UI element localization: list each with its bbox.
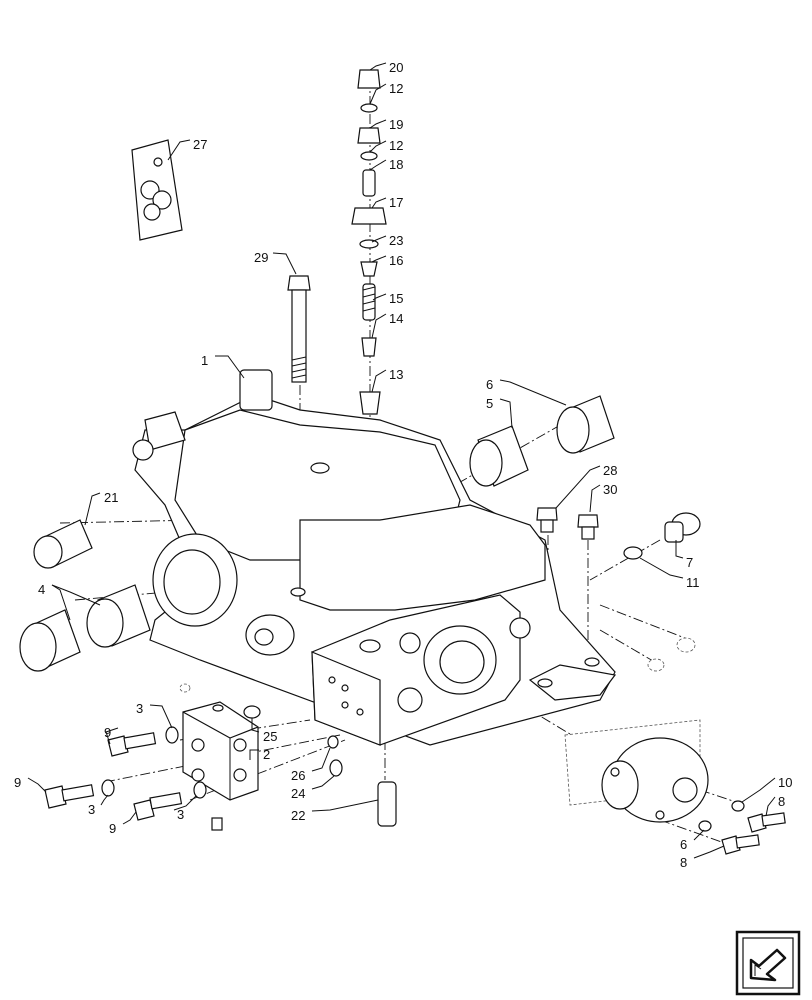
- callout-25: 25: [263, 729, 277, 744]
- callout-5: 5: [486, 396, 493, 411]
- callout-18: 18: [389, 157, 403, 172]
- callout-19: 19: [389, 117, 403, 132]
- callout-3: 3: [177, 807, 184, 822]
- callout-11: 11: [686, 575, 700, 590]
- callout-21: 21: [104, 490, 118, 505]
- callout-16: 16: [389, 253, 403, 268]
- sleeve-parts: [19, 395, 615, 672]
- valve-stack: [351, 69, 387, 415]
- callout-9: 9: [104, 725, 111, 740]
- callout-23: 23: [389, 233, 403, 248]
- callout-9: 9: [14, 775, 21, 790]
- lift-housing: [132, 369, 617, 746]
- next-page-arrow-icon[interactable]: [735, 930, 801, 996]
- callout-7: 7: [686, 555, 693, 570]
- pump-assembly: [564, 719, 786, 855]
- callout-8: 8: [778, 794, 785, 809]
- callout-30: 30: [603, 482, 617, 497]
- seal-kit-bag: [131, 139, 183, 241]
- callout-22: 22: [291, 808, 305, 823]
- callout-6: 6: [486, 377, 493, 392]
- cover-plate-assembly: [44, 683, 397, 831]
- callout-17: 17: [389, 195, 403, 210]
- callout-6: 6: [680, 837, 687, 852]
- callout-28: 28: [603, 463, 617, 478]
- callout-12: 12: [389, 81, 403, 96]
- callout-4: 4: [38, 582, 45, 597]
- callout-1: 1: [201, 353, 208, 368]
- callout-9: 9: [109, 821, 116, 836]
- spring-coils: [362, 286, 376, 312]
- callout-10: 10: [778, 775, 792, 790]
- callout-20: 20: [389, 60, 403, 75]
- callout-24: 24: [291, 786, 305, 801]
- callout-14: 14: [389, 311, 403, 326]
- callout-15: 15: [389, 291, 403, 306]
- callout-3: 3: [136, 701, 143, 716]
- callout-29: 29: [254, 250, 268, 265]
- callout-26: 26: [291, 768, 305, 783]
- callout-labels: 2012191218172316151413272916528302147113…: [14, 60, 792, 870]
- callout-3: 3: [88, 802, 95, 817]
- long-bolt: [287, 275, 311, 383]
- leader-lines: [27, 62, 776, 859]
- callout-27: 27: [193, 137, 207, 152]
- callout-2: 2: [263, 747, 270, 762]
- callout-13: 13: [389, 367, 403, 382]
- callout-8: 8: [680, 855, 687, 870]
- callout-12: 12: [389, 138, 403, 153]
- plugs: [536, 507, 701, 672]
